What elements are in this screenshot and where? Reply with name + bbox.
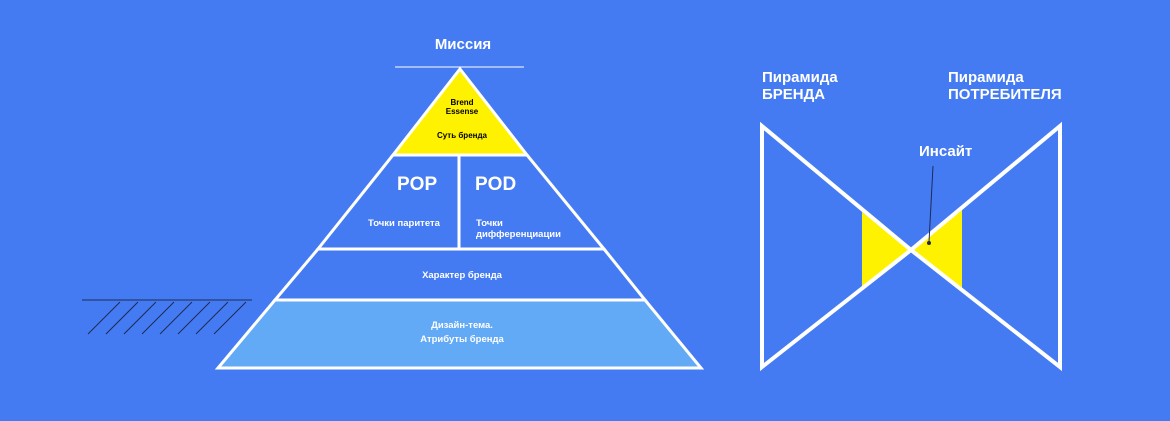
pyramid-essence-level — [389, 66, 531, 157]
ground-hatch — [82, 299, 252, 335]
brand-pyramid-title-line1: Пирамида — [762, 69, 838, 86]
insight-left-fill — [862, 212, 911, 288]
essence-label-line3: Суть бренда — [436, 131, 488, 140]
brand-pyramid-title-line2: БРЕНДА — [762, 86, 826, 103]
insight-pointer-line — [928, 165, 934, 243]
insight-label: Инсайт — [919, 143, 973, 160]
pop-description: Точки паритета — [368, 218, 440, 229]
pop-abbr: POP — [397, 174, 438, 195]
insight-right-fill — [911, 210, 962, 290]
insight-pointer-dot — [927, 241, 931, 245]
pod-description: Точки дифференциации — [476, 218, 561, 240]
pod-abbr: POD — [475, 174, 517, 195]
consumer-pyramid-shape — [907, 121, 1062, 372]
character-label: Характер бренда — [422, 270, 502, 281]
essence-label-line1: Brend — [450, 98, 474, 107]
essence-label-line2: Essense — [445, 107, 479, 116]
mission-label: Миссия — [434, 36, 492, 53]
brand-pyramid-shape — [760, 121, 915, 372]
consumer-pyramid-title-line2: ПОТРЕБИТЕЛЯ — [948, 86, 1062, 103]
design-label-line1: Дизайн-тема. — [431, 320, 493, 331]
consumer-pyramid-title-line1: Пирамида — [948, 69, 1024, 86]
design-label-line2: Атрибуты бренда — [420, 334, 504, 345]
